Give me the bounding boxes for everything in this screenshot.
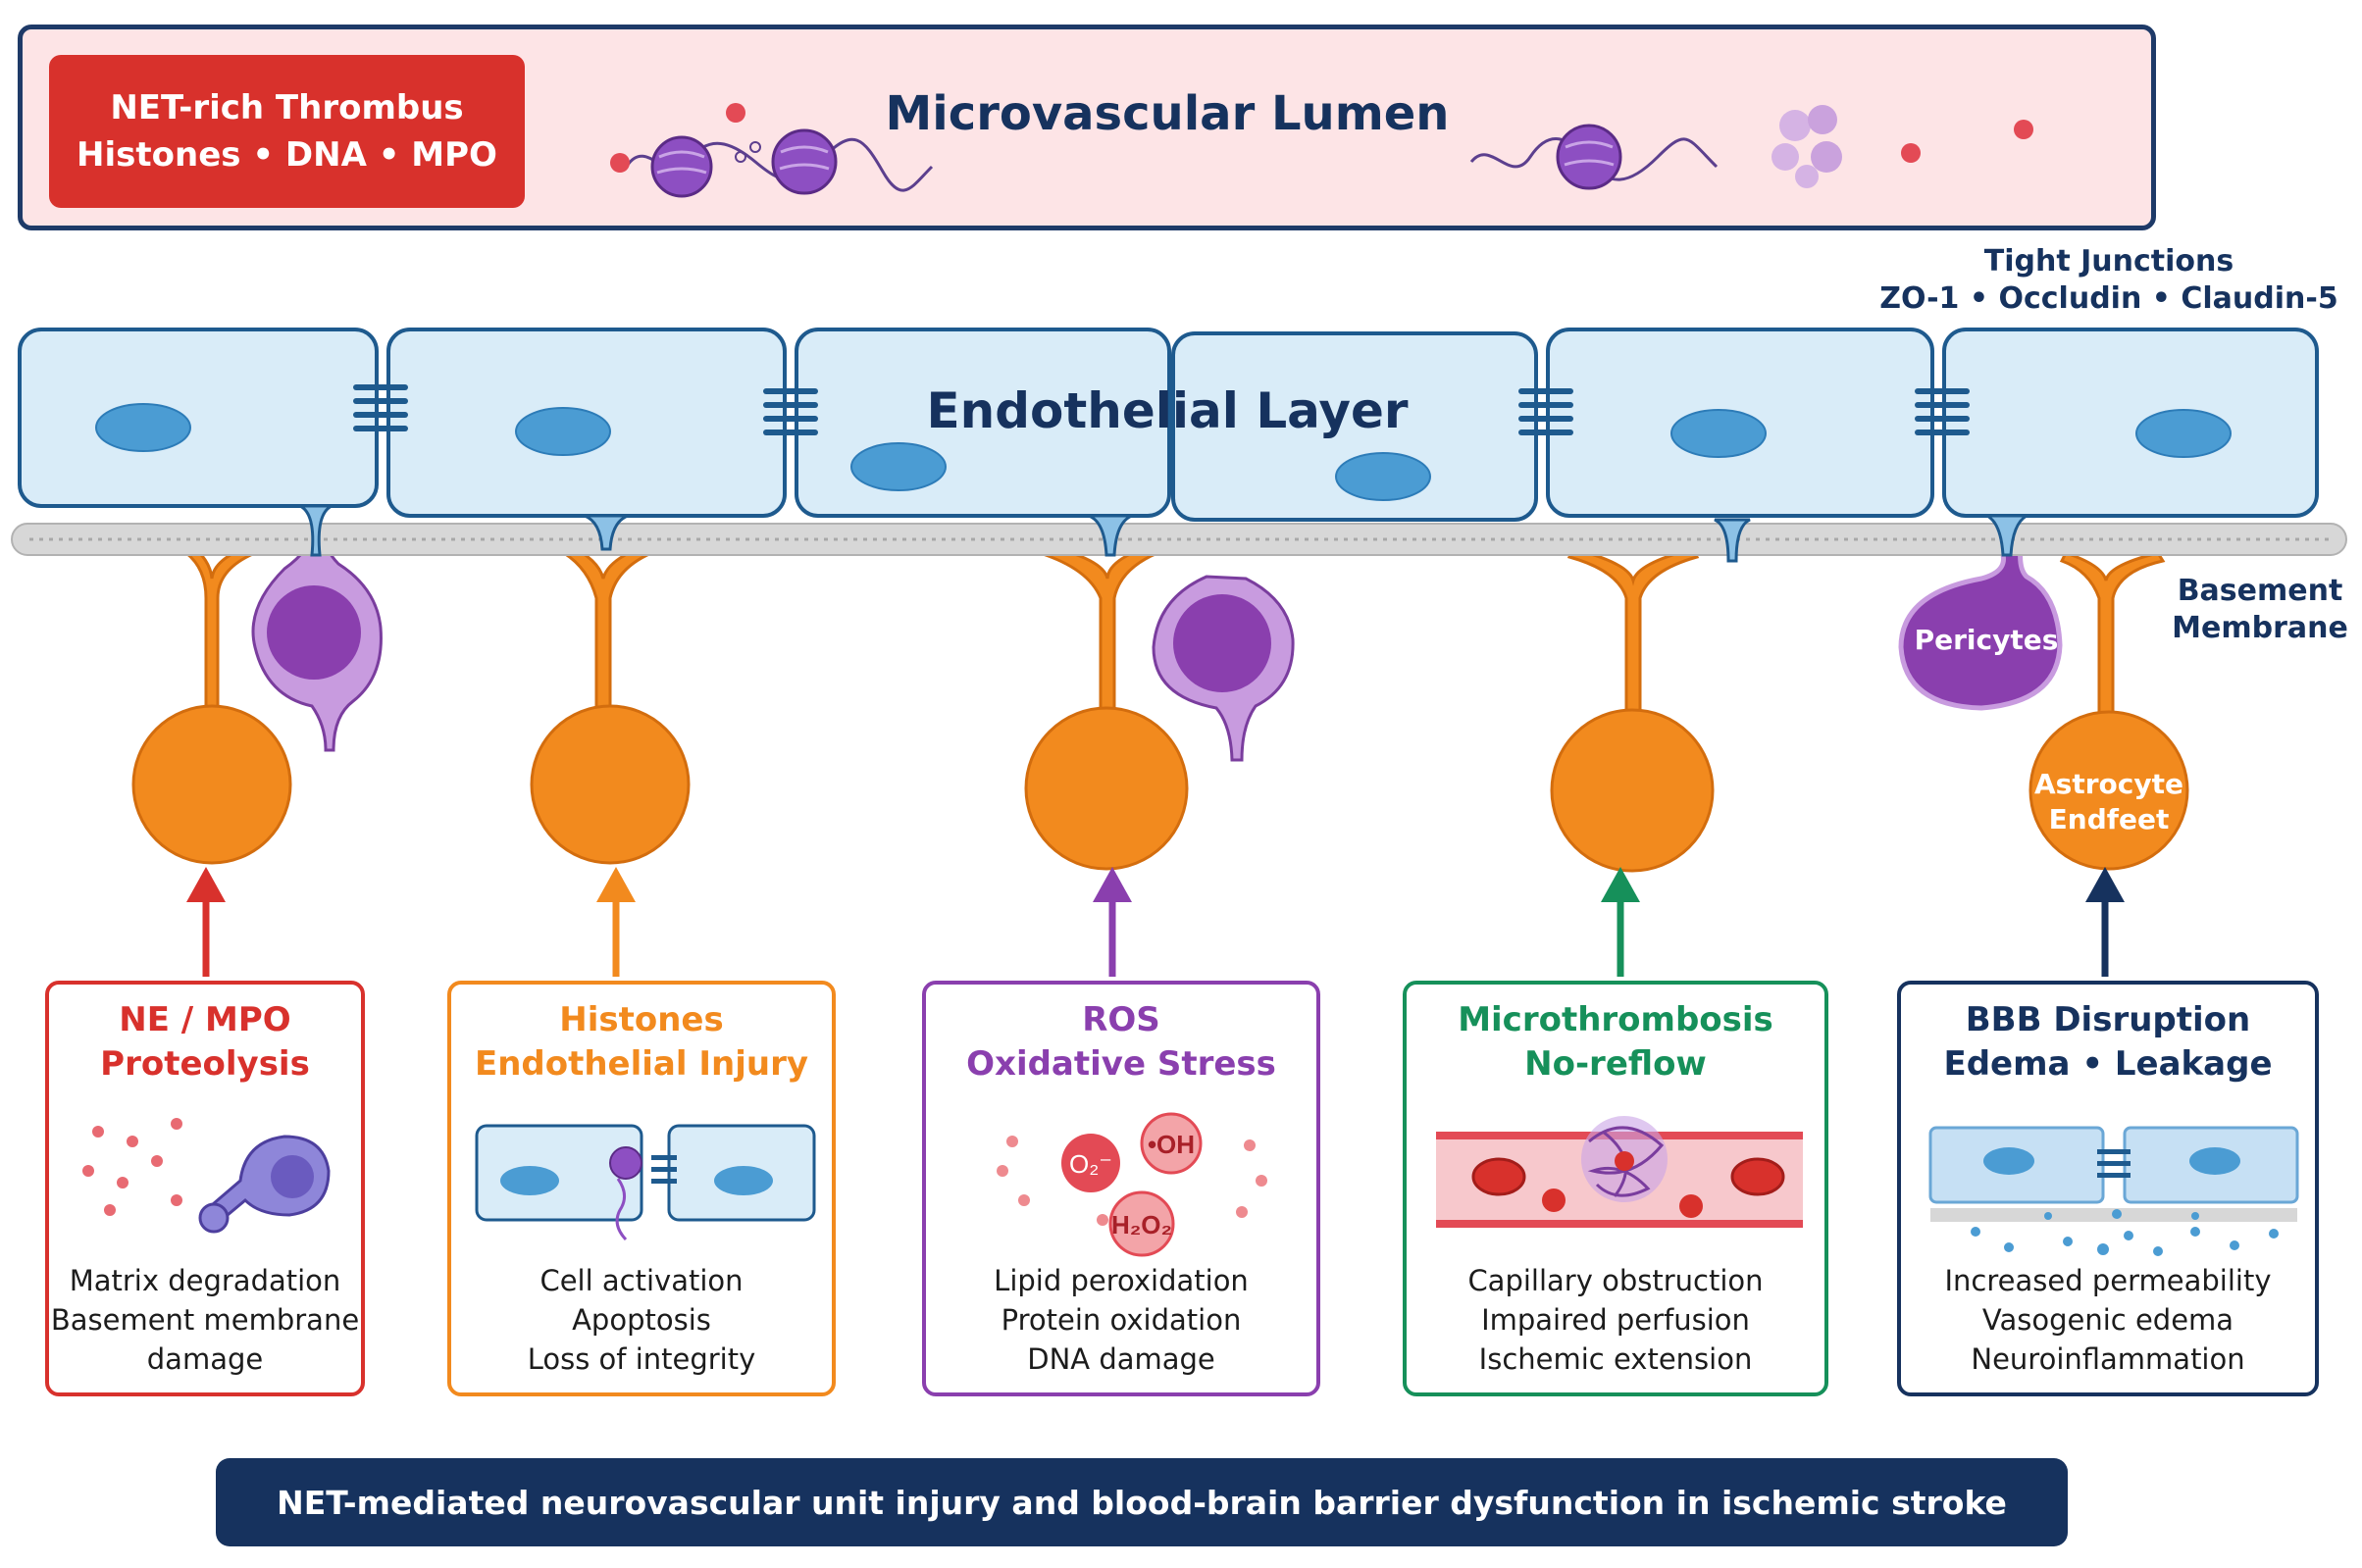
endothelial-foot-processes — [299, 504, 2032, 563]
pericyte-2-icon — [1152, 575, 1295, 762]
astrocyte-5-icon — [2028, 551, 2189, 871]
card-title: NE / MPO Proteolysis — [49, 998, 361, 1087]
arrow-up-icon — [186, 867, 226, 977]
card-description: Matrix degradation Basement membrane dam… — [49, 1261, 361, 1379]
mechanism-card-histones: Histones Endothelial Injury Cell activat… — [447, 981, 836, 1396]
tight-junction-icon — [763, 388, 818, 435]
astrocyte-4-icon — [1550, 547, 1715, 873]
card-desc-line2: Basement membrane — [50, 1303, 360, 1337]
card-desc-line2: Protein oxidation — [1001, 1303, 1242, 1337]
mechanism-card-ros: ROS Oxidative Stress O₂⁻ •OH H₂O₂ Lipid … — [922, 981, 1320, 1396]
tight-junctions-title: Tight Junctions — [1983, 244, 2234, 278]
basement-membrane-line1: Basement — [2177, 574, 2343, 608]
lumen-title: Microvascular Lumen — [885, 86, 1450, 141]
astrocyte-2-icon — [530, 543, 691, 865]
card-title-line2: Proteolysis — [100, 1044, 310, 1084]
histone-cluster-icon — [1772, 105, 1842, 188]
card-description: Increased permeability Vasogenic edema N… — [1901, 1261, 2315, 1379]
red-blood-cell-icon — [2014, 120, 2033, 139]
astrocyte-endfeet-group — [131, 542, 2189, 873]
leaky-barrier-icon — [1928, 1126, 2299, 1256]
card-desc-line3: Neuroinflammation — [1971, 1342, 2245, 1376]
endothelial-cell-6 — [1942, 328, 2319, 518]
mechanism-card-proteolysis: NE / MPO Proteolysis Matrix degradation … — [45, 981, 365, 1396]
arrow-up-icon — [1093, 867, 1132, 977]
card-desc-line3: Loss of integrity — [527, 1342, 756, 1376]
molecule-peroxide: H₂O₂ — [1111, 1210, 1172, 1239]
tight-junction-icon — [1518, 388, 1573, 435]
tight-junctions-label: Tight Junctions ZO-1 • Occludin • Claudi… — [1864, 243, 2354, 318]
mechanism-arrows — [186, 867, 2125, 977]
neurovascular-unit-diagram — [11, 328, 2347, 977]
endothelial-cell-4 — [1171, 331, 1538, 522]
endothelial-nuclei — [95, 403, 2232, 501]
tight-junctions-proteins: ZO-1 • Occludin • Claudin-5 — [1879, 281, 2338, 316]
endothelial-cell-1 — [18, 328, 379, 508]
card-title-line2: Endothelial Injury — [474, 1044, 809, 1084]
endothelial-layer-title: Endothelial Layer — [926, 382, 1409, 439]
card-desc-line2: Impaired perfusion — [1481, 1303, 1750, 1337]
damaged-endothelium-icon — [475, 1124, 816, 1241]
card-desc-line1: Lipid peroxidation — [994, 1264, 1249, 1297]
endothelial-cells-group — [18, 328, 2319, 522]
card-title-line1: BBB Disruption — [1965, 1000, 2251, 1039]
nucleosome-dna-strand-left-icon — [626, 128, 934, 198]
astrocyte-endfeet-label: Astrocyte Endfeet — [2030, 767, 2187, 837]
red-blood-cell-icon — [610, 153, 630, 173]
card-title-line1: ROS — [1082, 1000, 1160, 1039]
astrocyte-line1: Astrocyte — [2034, 768, 2183, 800]
capillary-clot-icon — [1436, 1116, 1803, 1228]
molecule-superoxide: O₂⁻ — [1069, 1149, 1112, 1179]
ros-molecules-icon: O₂⁻ •OH H₂O₂ — [997, 1112, 1267, 1257]
card-desc-line3: Ischemic extension — [1478, 1342, 1753, 1376]
mechanism-card-bbb-disruption: BBB Disruption Edema • Leakage Increased… — [1897, 981, 2319, 1396]
card-desc-line1: Increased permeability — [1944, 1264, 2272, 1297]
pericyte-1-icon — [251, 528, 383, 752]
nucleosome-dna-strand-right-icon — [1469, 124, 1719, 190]
card-title-line1: NE / MPO — [119, 1000, 291, 1039]
card-description: Capillary obstruction Impaired perfusion… — [1407, 1261, 1824, 1379]
lumen-decorations — [610, 103, 2033, 198]
card-title: Microthrombosis No-reflow — [1407, 998, 1824, 1087]
card-title-line1: Histones — [559, 1000, 724, 1039]
card-desc-line1: Cell activation — [539, 1264, 744, 1297]
card-title: ROS Oxidative Stress — [926, 998, 1316, 1087]
card-description: Lipid peroxidation Protein oxidation DNA… — [926, 1261, 1316, 1379]
basement-membrane-line2: Membrane — [2172, 611, 2348, 645]
card-title-line2: No-reflow — [1524, 1044, 1707, 1084]
card-title: BBB Disruption Edema • Leakage — [1901, 998, 2315, 1087]
card-desc-line1: Capillary obstruction — [1467, 1264, 1764, 1297]
astrocyte-line2: Endfeet — [2048, 803, 2170, 835]
red-blood-cell-icon — [726, 103, 745, 123]
card-desc-line3: DNA damage — [1027, 1342, 1215, 1376]
arrow-up-icon — [2085, 867, 2125, 977]
card-desc-line2: Apoptosis — [572, 1303, 711, 1337]
card-title: Histones Endothelial Injury — [451, 998, 832, 1087]
net-thrombus-badge: NET-rich Thrombus Histones • DNA • MPO — [49, 55, 525, 208]
astrocyte-3-icon — [1024, 543, 1189, 871]
pericytes-label: Pericytes — [1914, 624, 2059, 656]
card-title-line2: Edema • Leakage — [1943, 1044, 2273, 1084]
tight-junction-markers — [353, 384, 1970, 435]
molecule-hydroxyl: •OH — [1148, 1130, 1195, 1159]
net-badge-line2: Histones • DNA • MPO — [77, 135, 497, 175]
diagram-caption-banner: NET-mediated neurovascular unit injury a… — [216, 1458, 2068, 1546]
arrow-up-icon — [596, 867, 636, 977]
protease-icon — [82, 1118, 331, 1234]
red-blood-cell-icon — [1901, 143, 1921, 163]
mechanism-card-microthrombosis: Microthrombosis No-reflow Capillary obst… — [1403, 981, 1828, 1396]
card-title-line1: Microthrombosis — [1458, 1000, 1773, 1039]
tight-junction-icon — [353, 384, 408, 431]
tight-junction-icon — [1915, 388, 1970, 435]
pericyte-3-icon — [1898, 546, 2063, 711]
arrow-up-icon — [1601, 867, 1640, 977]
card-desc-line1: Matrix degradation — [69, 1264, 341, 1297]
card-desc-line3: damage — [146, 1342, 264, 1376]
pericytes-group — [251, 528, 2063, 762]
card-title-line2: Oxidative Stress — [966, 1044, 1276, 1084]
card-description: Cell activation Apoptosis Loss of integr… — [451, 1261, 832, 1379]
net-badge-line1: NET-rich Thrombus — [110, 88, 464, 127]
card-desc-line2: Vasogenic edema — [1981, 1303, 2234, 1337]
basement-membrane-label: Basement Membrane — [2158, 573, 2362, 647]
